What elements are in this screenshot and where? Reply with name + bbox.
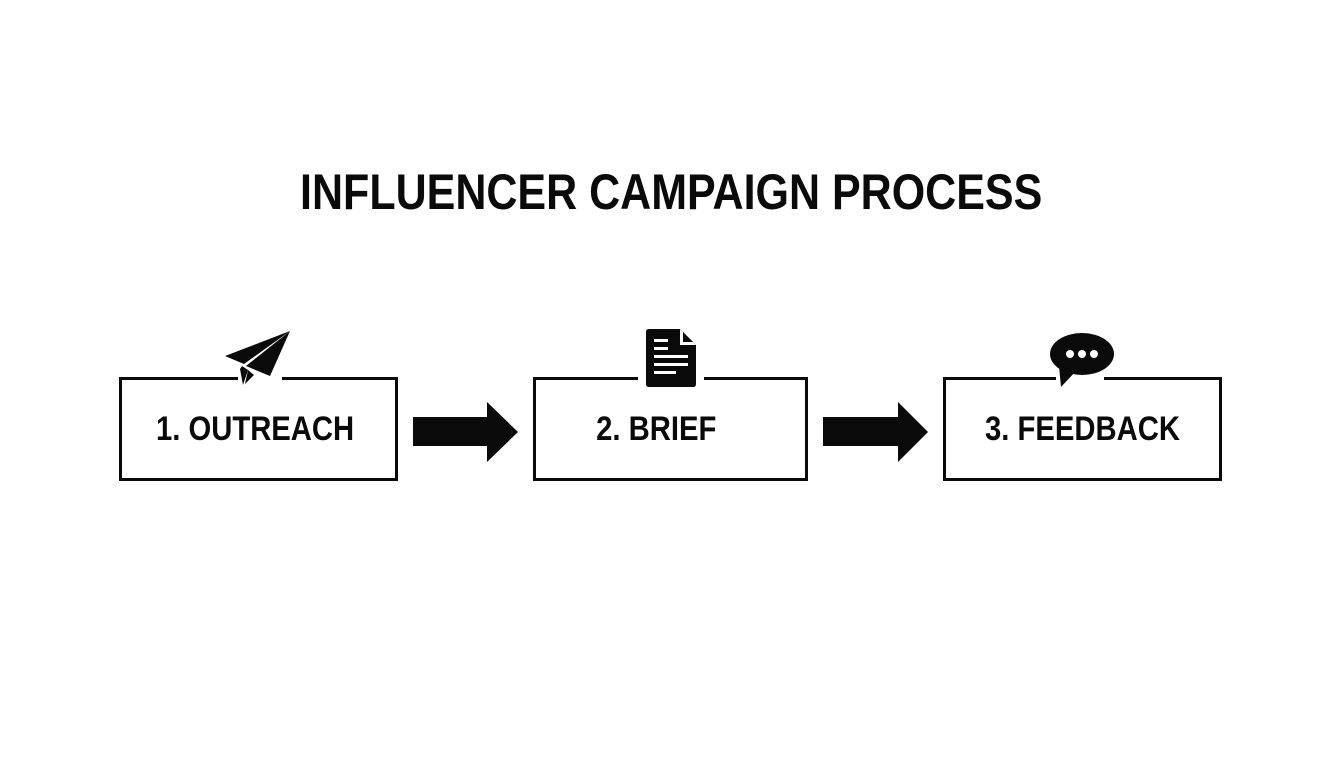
- step-label: 3. FEEDBACK: [985, 409, 1180, 448]
- step-brief: 2. BRIEF: [533, 375, 808, 481]
- arrow-right-icon: [823, 402, 928, 462]
- step-label: 1. OUTREACH: [155, 409, 355, 448]
- speech-bubble-icon: [1050, 333, 1114, 387]
- border-gap: [238, 375, 282, 383]
- step-label: 2. BRIEF: [596, 409, 717, 448]
- border-gap: [1056, 375, 1104, 383]
- step-feedback: 3. FEEDBACK: [943, 375, 1222, 481]
- paper-plane-icon: [225, 331, 290, 385]
- document-icon: [646, 329, 696, 387]
- arrow-right-icon: [413, 402, 518, 462]
- step-outreach: 1. OUTREACH: [119, 375, 398, 481]
- diagram-title: INFLUENCER CAMPAIGN PROCESS: [300, 164, 1043, 220]
